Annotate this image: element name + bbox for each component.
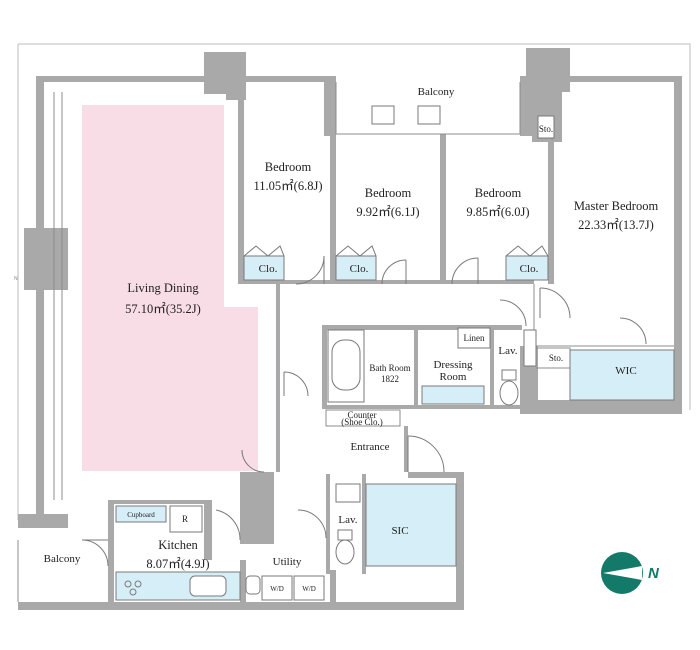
sic-label: SIC — [391, 525, 408, 537]
shoe-closet-label: (Shoe Clo.) — [341, 417, 383, 427]
sinks — [335, 329, 537, 503]
bathroom-size-label: 1822 — [381, 374, 399, 384]
dim-mark-left: N — [14, 276, 18, 282]
stove — [124, 580, 142, 596]
master-bedroom-name: Master Bedroom — [574, 199, 659, 213]
wic-area — [569, 349, 675, 401]
bathtub-inner — [331, 339, 361, 391]
counter-label: Counter — [348, 410, 377, 420]
refrigerator-label: R — [182, 514, 188, 524]
bedroom2-area: 9.92㎡(6.1J) — [356, 205, 419, 219]
bedroom1-area: 11.05㎡(6.8J) — [254, 179, 323, 193]
bedroom1-name: Bedroom — [265, 160, 312, 174]
kitchen-name: Kitchen — [158, 538, 198, 552]
living-dining-area — [82, 105, 258, 471]
balcony-top-label: Balcony — [418, 86, 455, 98]
bedroom3-area: 9.85㎡(6.0J) — [466, 205, 529, 219]
cupboard-box — [115, 505, 167, 523]
entrance-label: Entrance — [350, 441, 389, 453]
washer-dryer1-label: W/D — [270, 585, 284, 593]
living-dining-name: Living Dining — [127, 281, 199, 295]
balcony-fixtures — [371, 105, 441, 125]
cupboard-label: Cupboard — [127, 511, 155, 519]
bedroom2-name: Bedroom — [365, 186, 412, 200]
compass-north-label: N — [648, 565, 660, 582]
master-bedroom-area: 22.33㎡(13.7J) — [578, 218, 654, 232]
dressing-vanity — [421, 385, 485, 405]
closets — [243, 115, 555, 281]
refrigerator-box — [169, 505, 203, 533]
compass-icon — [601, 552, 643, 594]
closet3-label: Clo. — [520, 263, 539, 275]
dressing-room-label: Dressing — [433, 359, 473, 371]
lavatory-bottom-label: Lav. — [338, 514, 357, 526]
washer-dryer2-label: W/D — [302, 585, 316, 593]
linen-box — [457, 327, 491, 349]
sic-area — [365, 483, 457, 567]
storage-mid-label: Sto. — [549, 353, 563, 363]
dressing-room-label-2: Room — [440, 371, 467, 383]
living-dining-area-label: 57.10㎡(35.2J) — [125, 302, 201, 316]
wic-label: WIC — [615, 365, 636, 377]
doors — [81, 255, 647, 567]
walls — [18, 48, 682, 610]
toilets — [335, 369, 519, 565]
bathroom-label: Bath Room — [369, 363, 410, 373]
bedroom3-name: Bedroom — [475, 186, 522, 200]
kitchen-area: 8.07㎡(4.9J) — [146, 557, 209, 571]
washer-dryers — [245, 575, 325, 601]
closet1-label: Clo. — [259, 263, 278, 275]
kitchen-sink — [189, 575, 227, 597]
closet2-label: Clo. — [350, 263, 369, 275]
balcony-left-label: Balcony — [44, 553, 81, 565]
storage-top-label: Sto. — [539, 124, 553, 134]
lavatory-top-label: Lav. — [498, 345, 517, 357]
linen-label: Linen — [464, 333, 485, 343]
outer-outline — [17, 43, 691, 520]
utility-label: Utility — [273, 556, 302, 568]
